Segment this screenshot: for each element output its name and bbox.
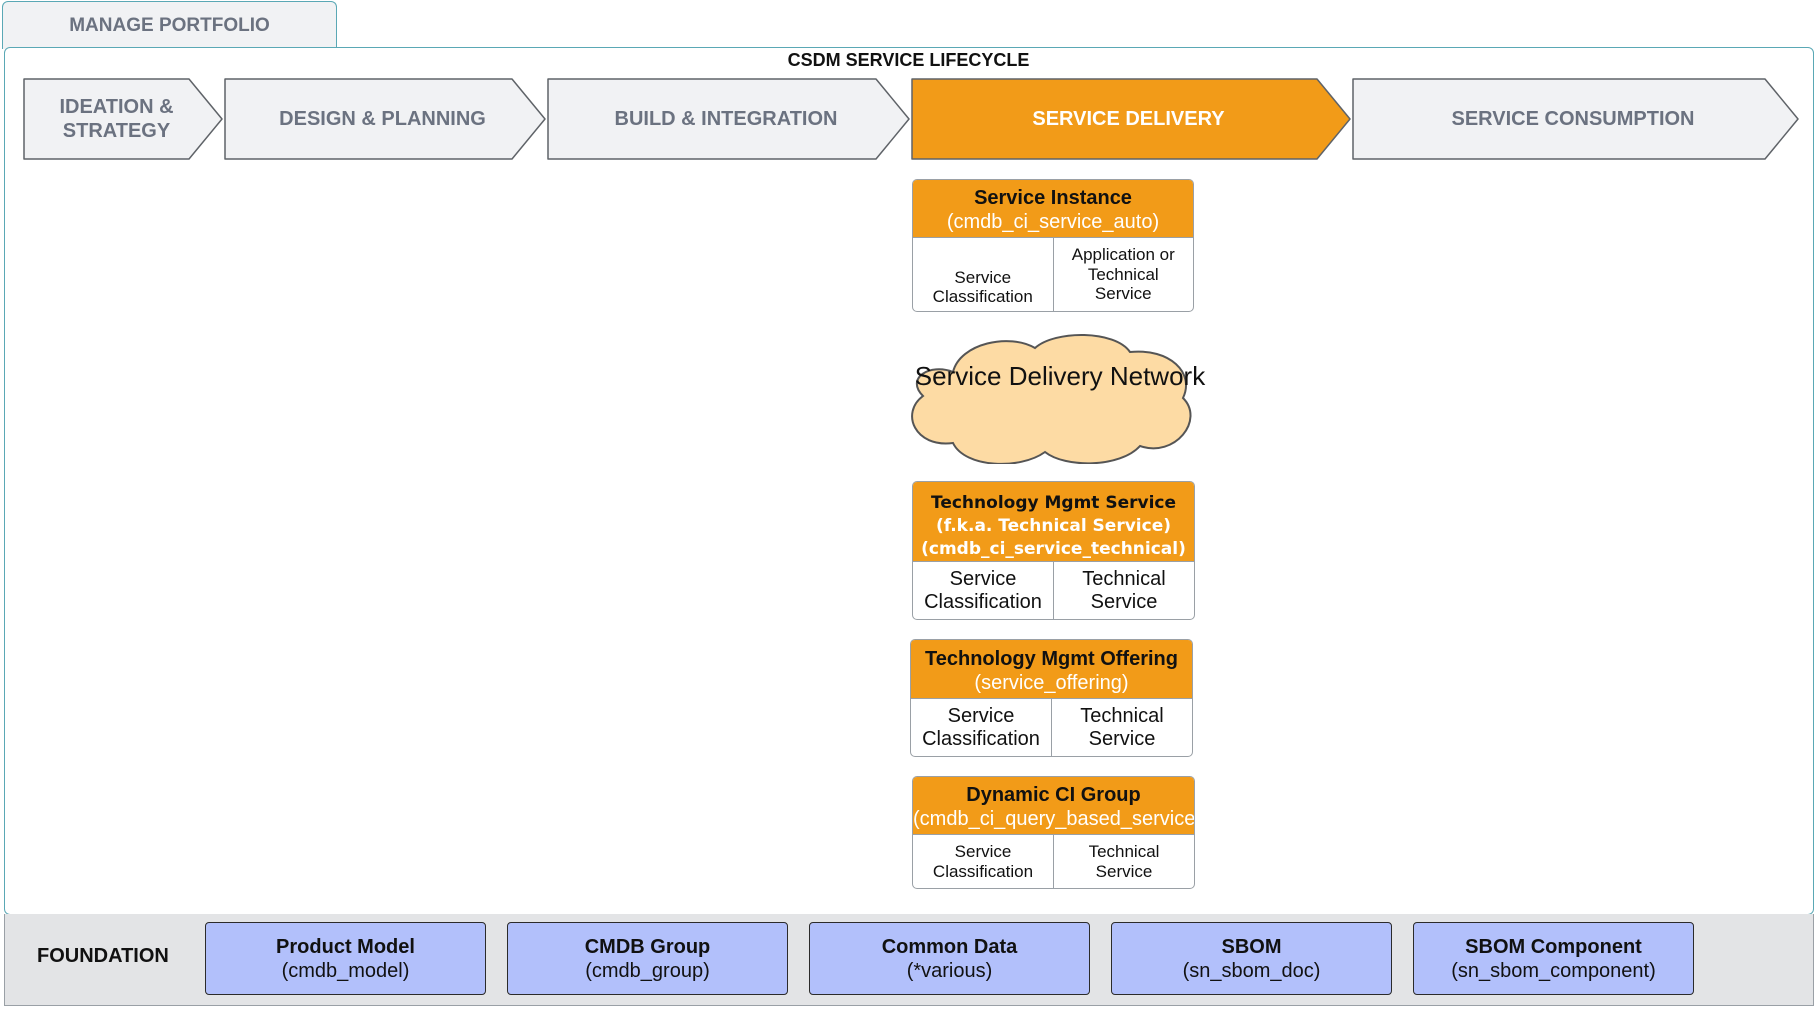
service-instance-header: Service Instance (cmdb_ci_service_auto) xyxy=(913,180,1193,238)
service-instance-title: Service Instance xyxy=(974,187,1132,209)
foundation-item-table: (cmdb_group) xyxy=(585,959,710,982)
cloud-label: Service Delivery Network xyxy=(914,361,1206,391)
tech-mgmt-offering-card[interactable]: Technology Mgmt Offering (service_offeri… xyxy=(910,639,1193,757)
dynamic-ci-group-table: (cmdb_ci_query_based_service) xyxy=(913,808,1195,830)
foundation-item-title: Common Data xyxy=(881,935,1018,958)
foundation-sbom-component[interactable]: SBOM Component (sn_sbom_component) xyxy=(1413,922,1694,995)
tech-mgmt-service-fka: (f.k.a. Technical Service) xyxy=(935,515,1172,536)
stage-design-label: DESIGN & PLANNING xyxy=(279,108,486,130)
tech-mgmt-service-card[interactable]: Technology Mgmt Service (f.k.a. Technica… xyxy=(912,481,1195,620)
service-instance-right-cell: Application or Technical Service xyxy=(1052,238,1194,311)
dynamic-ci-group-card[interactable]: Dynamic CI Group (cmdb_ci_query_based_se… xyxy=(912,776,1195,889)
tech-mgmt-service-table: (cmdb_ci_service_technical) xyxy=(921,538,1186,559)
service-delivery-network-cloud[interactable] xyxy=(905,328,1195,464)
tech-mgmt-service-title: Technology Mgmt Service xyxy=(930,493,1177,513)
foundation-item-table: (sn_sbom_component) xyxy=(1451,959,1656,982)
foundation-cmdb-group[interactable]: CMDB Group (cmdb_group) xyxy=(507,922,788,995)
dynamic-ci-group-right-cell: Technical Service xyxy=(1053,835,1194,888)
stage-build-label: BUILD & INTEGRATION xyxy=(614,108,838,130)
stage-delivery-shape[interactable] xyxy=(911,78,1351,160)
tech-mgmt-service-header: Technology Mgmt Service (f.k.a. Technica… xyxy=(913,482,1194,562)
stage-consumption-shape[interactable] xyxy=(1352,78,1799,160)
dynamic-ci-group-title: Dynamic CI Group xyxy=(966,784,1141,806)
lifecycle-frame xyxy=(4,47,1814,915)
stage-build-shape[interactable] xyxy=(547,78,910,160)
manage-portfolio-tab[interactable]: MANAGE PORTFOLIO xyxy=(2,1,337,49)
tech-mgmt-offering-table: (service_offering) xyxy=(974,672,1129,694)
foundation-sbom[interactable]: SBOM (sn_sbom_doc) xyxy=(1111,922,1392,995)
tech-mgmt-offering-row: Service Classification Technical Service xyxy=(911,699,1192,756)
service-instance-table: (cmdb_ci_service_auto) xyxy=(946,211,1160,233)
tech-mgmt-service-left-cell: Service Classification xyxy=(924,567,1042,613)
foundation-item-title: SBOM Component xyxy=(1465,935,1642,958)
foundation-item-table: (*various) xyxy=(906,959,993,982)
tech-mgmt-offering-header: Technology Mgmt Offering (service_offeri… xyxy=(911,640,1192,699)
stage-ideation-shape[interactable] xyxy=(23,78,223,160)
stage-chevrons xyxy=(23,78,1799,160)
stage-consumption-label: SERVICE CONSUMPTION xyxy=(1451,108,1695,130)
tech-mgmt-offering-title: Technology Mgmt Offering xyxy=(925,648,1178,670)
stage-ideation-label: IDEATION & STRATEGY xyxy=(59,96,174,142)
lifecycle-title: CSDM SERVICE LIFECYCLE xyxy=(787,50,1030,70)
foundation-item-table: (cmdb_model) xyxy=(281,959,410,982)
foundation-product-model[interactable]: Product Model (cmdb_model) xyxy=(205,922,486,995)
tech-mgmt-offering-right-cell: Technical Service xyxy=(1051,699,1192,756)
tech-mgmt-offering-left-cell: Service Classification xyxy=(922,704,1040,750)
service-instance-card[interactable]: Service Instance (cmdb_ci_service_auto) … xyxy=(912,179,1194,312)
dynamic-ci-group-header: Dynamic CI Group (cmdb_ci_query_based_se… xyxy=(913,777,1194,835)
foundation-label: FOUNDATION xyxy=(37,945,169,967)
dynamic-ci-group-row: Service Classification Technical Service xyxy=(913,835,1194,888)
tech-mgmt-service-row: Service Classification Technical Service xyxy=(913,562,1194,619)
foundation-item-title: CMDB Group xyxy=(584,935,711,958)
dynamic-ci-group-left-cell: Service Classification xyxy=(932,841,1034,881)
foundation-common-data[interactable]: Common Data (*various) xyxy=(809,922,1090,995)
stage-design-shape[interactable] xyxy=(224,78,546,160)
foundation-item-title: Product Model xyxy=(276,935,415,958)
stage-delivery-label: SERVICE DELIVERY xyxy=(1032,108,1225,130)
foundation-item-table: (sn_sbom_doc) xyxy=(1182,959,1321,982)
tech-mgmt-service-right-cell: Technical Service xyxy=(1053,562,1194,619)
service-instance-left-cell: Service Classification xyxy=(932,267,1033,307)
foundation-item-title: SBOM xyxy=(1221,935,1282,958)
service-instance-row: Service Classification Application or Te… xyxy=(913,238,1193,311)
